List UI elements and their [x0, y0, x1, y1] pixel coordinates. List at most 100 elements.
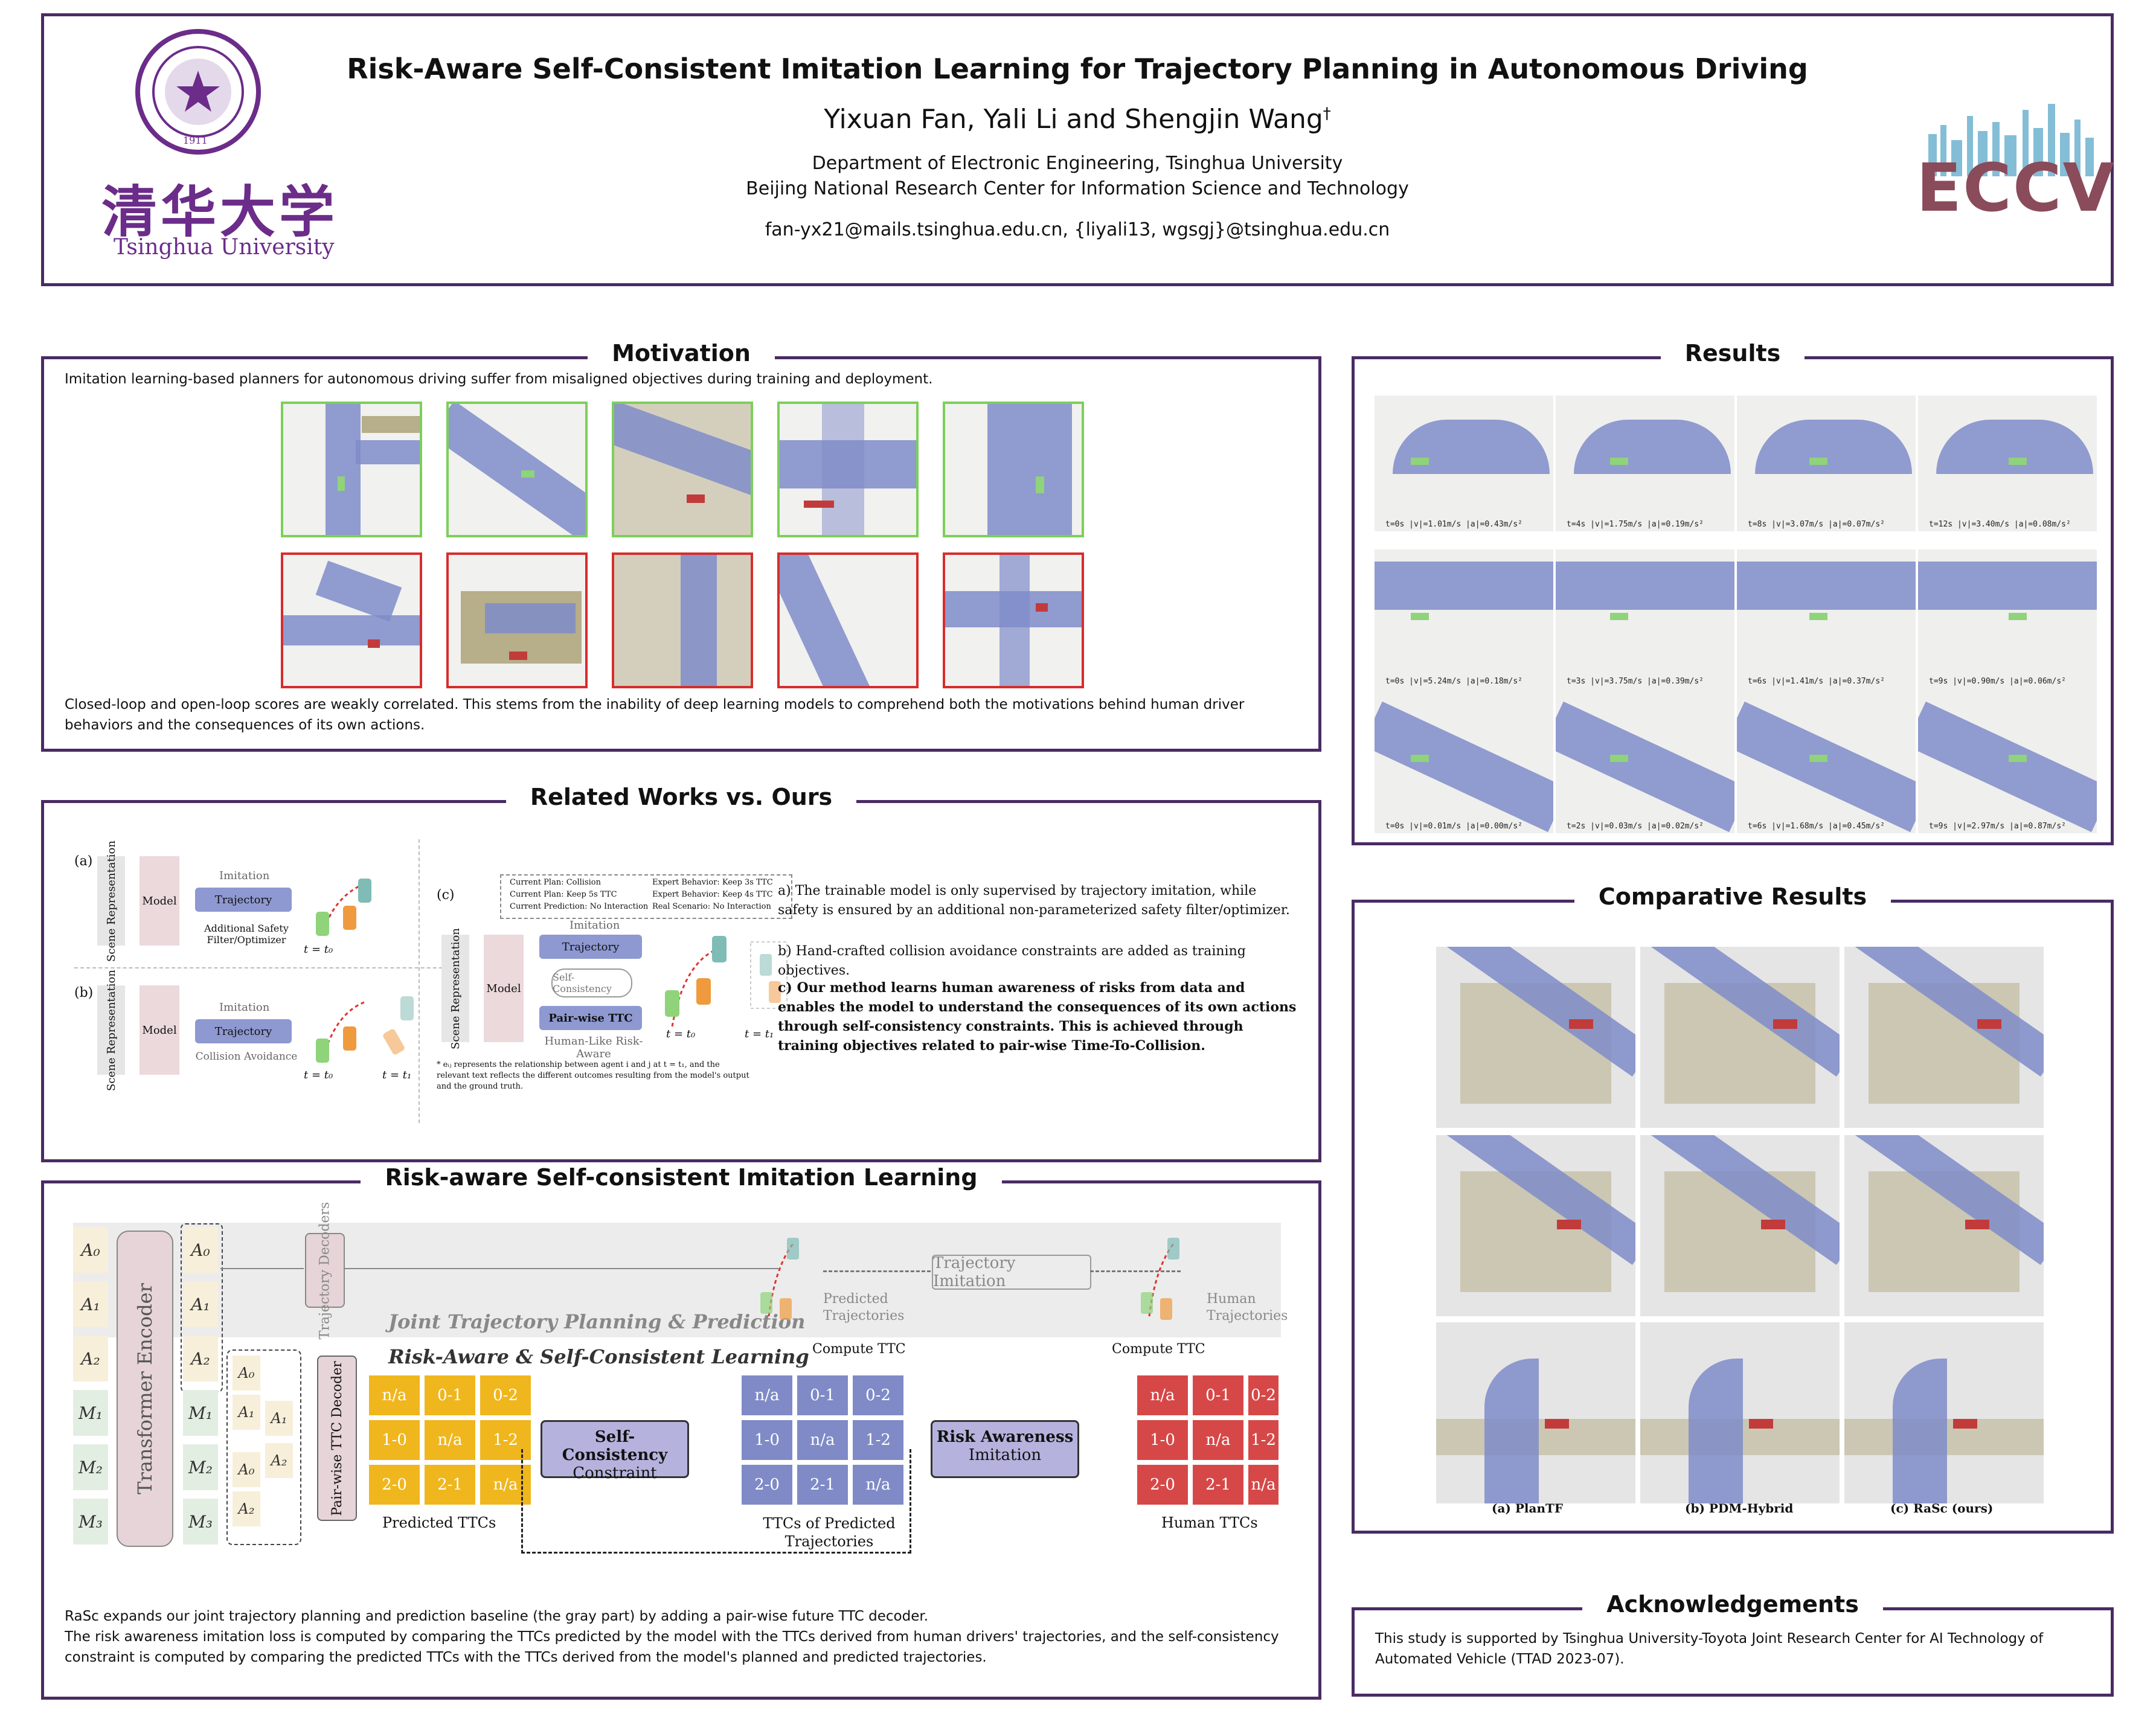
motivation-title: Motivation [44, 340, 1318, 367]
pred-ttc-1: 0-1 [425, 1375, 475, 1415]
pair-a2b: A₂ [233, 1491, 260, 1526]
token-m2: M₂ [73, 1444, 108, 1490]
vehicle [1411, 457, 1429, 465]
human-ttc-7: 2-1 [1193, 1465, 1243, 1505]
scene-rep-b: Scene Representation [97, 970, 125, 1090]
traj-ttc-7: 2-1 [797, 1465, 848, 1505]
road-lane [1375, 701, 1553, 833]
footnote: * eᵢⱼ represents the relationship betwee… [437, 1060, 749, 1091]
result-frame: t=8s |v|=3.07m/s |a|=0.07m/s² [1737, 395, 1916, 531]
road-lane [1918, 701, 2097, 833]
result-frame: t=2s |v|=0.03m/s |a|=0.02m/s² [1556, 688, 1734, 833]
comparison-frame [1640, 1322, 1840, 1503]
self-consistency-c: Self-Consistency [551, 968, 632, 997]
legend-box: Current Plan: Collision Current Plan: Ke… [500, 874, 792, 919]
human-ttc-0: n/a [1137, 1375, 1188, 1415]
crosswalk [1569, 1019, 1593, 1029]
human-trajectories-icon [1131, 1232, 1198, 1322]
divider-vertical [419, 839, 420, 1123]
crosswalk [1749, 1419, 1773, 1429]
related-text-b: b) Hand-crafted collision avoidance cons… [778, 944, 1246, 978]
result-frame: t=0s |v|=1.01m/s |a|=0.43m/s² [1375, 395, 1553, 531]
enc-token-a2: A₂ [183, 1336, 218, 1381]
label-b: (b) [74, 985, 94, 1000]
arrow-imitation-left [823, 1270, 931, 1272]
result-caption: t=9s |v|=0.90m/s |a|=0.06m/s² [1929, 677, 2066, 686]
result-frame: t=6s |v|=1.68m/s |a|=0.45m/s² [1737, 688, 1916, 833]
baseline-gray-band [73, 1223, 1281, 1337]
pairwise-ttc-decoder: Pair-wise TTC Decoder [317, 1356, 357, 1521]
enc-token-a1: A₁ [183, 1281, 218, 1327]
ttcs-predicted-label: TTCs of Predicted Trajectories [763, 1515, 896, 1550]
method-para-2: The risk awareness imitation loss is com… [65, 1629, 1279, 1665]
pair-a1b: A₁ [265, 1401, 293, 1436]
transformer-encoder: Transformer Encoder [117, 1231, 173, 1547]
token-a1: A₁ [73, 1281, 108, 1327]
label-a: (a) [74, 854, 93, 869]
related-text-c: c) Our method learns human awareness of … [778, 980, 1297, 1054]
crosswalk [1773, 1019, 1797, 1029]
comparison-frame [1436, 1135, 1635, 1316]
divider-ab [74, 967, 449, 968]
vehicle [1411, 755, 1429, 762]
imitation-a: Imitation [219, 869, 270, 882]
human-ttc-3: 1-0 [1137, 1420, 1188, 1460]
email: fan-yx21@mails.tsinghua.edu.cn, {liyali1… [765, 219, 1390, 240]
human-ttc-2: 0-2 [1248, 1375, 1279, 1415]
human-ttc-6: 2-0 [1137, 1465, 1188, 1505]
token-a0: A₀ [73, 1227, 108, 1273]
failure-case-1 [281, 552, 422, 688]
self-consistency-box: Self-Consistency Constraint [541, 1420, 689, 1482]
model-c: Model [484, 935, 524, 1042]
pair-a0b: A₀ [233, 1452, 260, 1487]
collision-avoidance-b: Collision Avoidance [195, 1051, 298, 1063]
joint-planning-label: Joint Trajectory Planning & Prediction [388, 1310, 806, 1333]
enc-token-a0: A₀ [183, 1227, 218, 1273]
result-frame: t=9s |v|=2.97m/s |a|=0.87m/s² [1918, 688, 2097, 833]
method-title: Risk-aware Self-consistent Imitation Lea… [44, 1164, 1318, 1191]
road-lane [1393, 420, 1550, 474]
comparison-frame [1436, 947, 1635, 1128]
poster-authors: Yixuan Fan, Yali Li and Shengjin Wang† [44, 104, 2111, 135]
failure-case-2 [446, 552, 588, 688]
road-lane [1737, 562, 1916, 610]
vehicle [1610, 457, 1628, 465]
predicted-trajectories-label: Predicted Trajectories [823, 1292, 905, 1324]
result-caption: t=3s |v|=3.75m/s |a|=0.39m/s² [1567, 677, 1704, 686]
t1-c: t = t₁ [745, 1028, 774, 1040]
model-b: Model [140, 985, 179, 1075]
pairwise-ttc-c: Pair-wise TTC [539, 1006, 642, 1030]
result-caption: t=0s |v|=5.24m/s |a|=0.18m/s² [1385, 677, 1522, 686]
pair-a1: A₁ [233, 1395, 260, 1430]
pred-ttc-7: 2-1 [425, 1465, 475, 1505]
result-caption: t=4s |v|=1.75m/s |a|=0.19m/s² [1567, 520, 1704, 529]
arrow-encoder-decoder [220, 1268, 304, 1269]
vehicle [1610, 613, 1628, 620]
trajectory-c: Trajectory [539, 935, 642, 959]
motivation-conclusion: Closed-loop and open-loop scores are wea… [65, 697, 1245, 733]
human-ttc-1: 0-1 [1193, 1375, 1243, 1415]
road-lane [1689, 1359, 1743, 1503]
token-m1: M₁ [73, 1390, 108, 1436]
human-trajectories-label: Human Trajectories [1207, 1292, 1288, 1324]
result-caption: t=8s |v|=3.07m/s |a|=0.07m/s² [1748, 520, 1885, 529]
result-caption: t=6s |v|=1.68m/s |a|=0.45m/s² [1748, 822, 1885, 831]
result-frame: t=9s |v|=0.90m/s |a|=0.06m/s² [1918, 549, 2097, 688]
road-lane [1556, 562, 1734, 610]
safety-filter-a: Additional Safety Filter/Optimizer [204, 923, 289, 946]
comparison-frame [1844, 1135, 2044, 1316]
human-ttc-4: n/a [1193, 1420, 1243, 1460]
road-lane [1484, 1359, 1539, 1503]
pair-a2: A₂ [265, 1443, 293, 1478]
related-text-a: a) The trainable model is only supervise… [778, 883, 1290, 918]
enc-token-m2: M₂ [183, 1444, 218, 1490]
scenario-b-icon [310, 990, 431, 1069]
result-caption: t=0s |v|=0.01m/s |a|=0.00m/s² [1385, 822, 1522, 831]
traj-ttc-6: 2-0 [742, 1465, 792, 1505]
failure-case-3 [612, 552, 753, 688]
scene-rep-a: Scene Representation [97, 840, 125, 961]
scene-rep-c: Scene Representation [441, 928, 469, 1049]
related-works-panel: Related Works vs. Ours (a) Scene Represe… [41, 784, 1321, 1162]
caption-pdm-hybrid: (b) PDM-Hybrid [1685, 1501, 1794, 1516]
poster-title: Risk-Aware Self-Consistent Imitation Lea… [347, 53, 1808, 85]
